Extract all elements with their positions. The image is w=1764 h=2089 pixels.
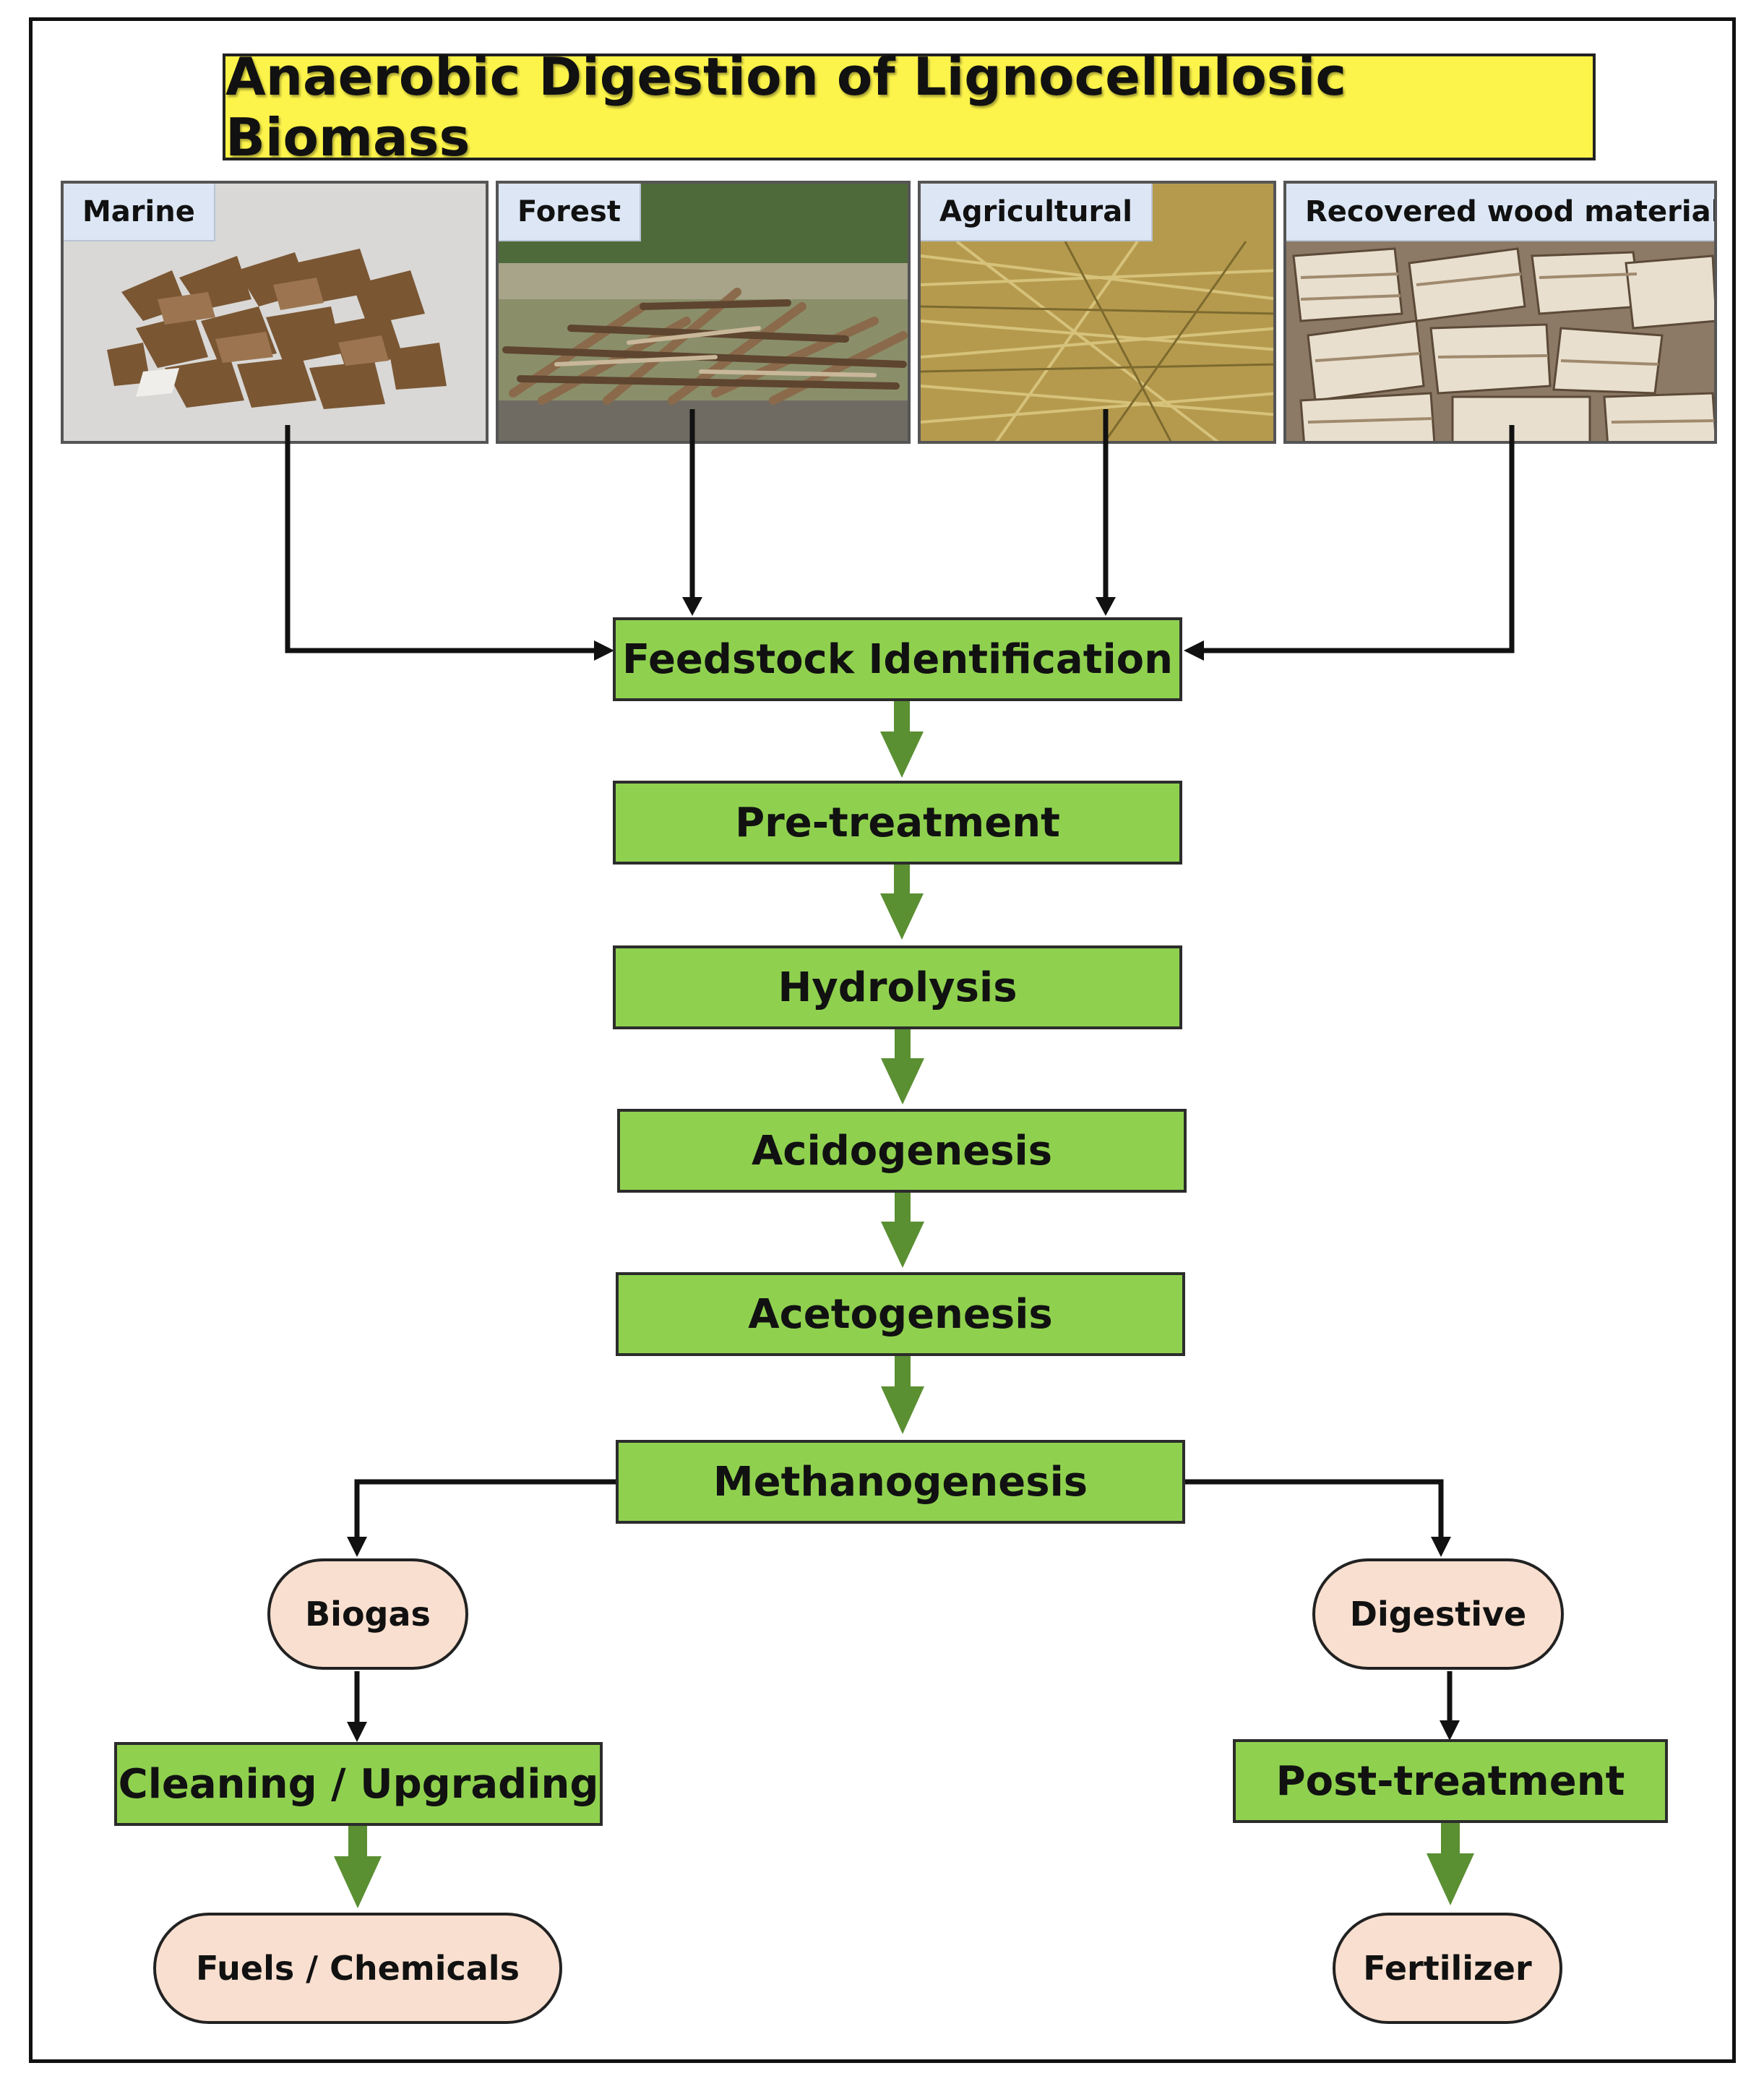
post-treatment-box: Post-treatment bbox=[1233, 1739, 1668, 1823]
wood-arrowhead bbox=[1184, 640, 1204, 661]
methanogenesis-to-digestive-arrow bbox=[1185, 1479, 1444, 1540]
biogas-arrowhead bbox=[347, 1537, 367, 1557]
marine-photo: Marine bbox=[61, 181, 489, 444]
agricultural-photo: Agricultural bbox=[918, 181, 1276, 444]
marine-biomass-illustration bbox=[107, 249, 447, 409]
agricultural-arrowhead bbox=[1096, 597, 1116, 616]
stage-acidogenesis: Acidogenesis bbox=[617, 1109, 1187, 1193]
stage-pre-treatment: Pre-treatment bbox=[613, 781, 1182, 865]
recovered-wood-label: Recovered wood material bbox=[1286, 184, 1714, 241]
agricultural-biomass-illustration bbox=[921, 240, 1273, 441]
stage-hydrolysis: Hydrolysis bbox=[613, 945, 1182, 1029]
acetogenesis-to-methanogenesis-arrow bbox=[881, 1355, 924, 1434]
recovered-wood-photo: Recovered wood material bbox=[1283, 181, 1717, 444]
cleaning-upgrading-box: Cleaning / Upgrading bbox=[114, 1742, 603, 1826]
agricultural-label: Agricultural bbox=[921, 184, 1153, 241]
posttreatment-arrowhead bbox=[1440, 1720, 1460, 1741]
methanogenesis-to-biogas-arrow bbox=[354, 1479, 619, 1540]
stage-methanogenesis: Methanogenesis bbox=[616, 1440, 1185, 1524]
pretreatment-to-hydrolysis-arrow bbox=[880, 863, 924, 940]
marine-label: Marine bbox=[64, 184, 215, 241]
forest-label: Forest bbox=[499, 184, 641, 241]
forest-arrowhead bbox=[682, 597, 702, 616]
cleaning-arrowhead bbox=[347, 1722, 367, 1742]
stage-feedstock-identification: Feedstock Identification bbox=[613, 617, 1182, 701]
marine-arrowhead bbox=[594, 640, 614, 661]
feedstock-to-pretreatment-arrow bbox=[880, 700, 924, 778]
stage-acetogenesis: Acetogenesis bbox=[616, 1272, 1185, 1356]
hydrolysis-to-acidogenesis-arrow bbox=[881, 1028, 924, 1104]
marine-to-feedstock-arrow bbox=[285, 425, 600, 653]
diagram-frame bbox=[29, 17, 1736, 2063]
digestive-arrowhead bbox=[1431, 1537, 1451, 1557]
fuels-chemicals-pill: Fuels / Chemicals bbox=[153, 1913, 562, 2024]
diagram-title: Anaerobic Digestion of Lignocellulosic B… bbox=[223, 46, 1596, 168]
biogas-pill: Biogas bbox=[267, 1558, 468, 1670]
cleaning-to-fuels-arrow bbox=[334, 1824, 382, 1908]
posttreatment-to-fertilizer-arrow bbox=[1427, 1822, 1474, 1905]
forest-biomass-illustration bbox=[499, 184, 908, 441]
acidogenesis-to-acetogenesis-arrow bbox=[881, 1191, 924, 1268]
fertilizer-pill: Fertilizer bbox=[1333, 1913, 1562, 2024]
digestive-pill: Digestive bbox=[1312, 1558, 1564, 1670]
forest-photo: Forest bbox=[496, 181, 911, 444]
recovered-wood-illustration bbox=[1292, 247, 1714, 441]
wood-to-feedstock-arrow bbox=[1200, 425, 1515, 653]
